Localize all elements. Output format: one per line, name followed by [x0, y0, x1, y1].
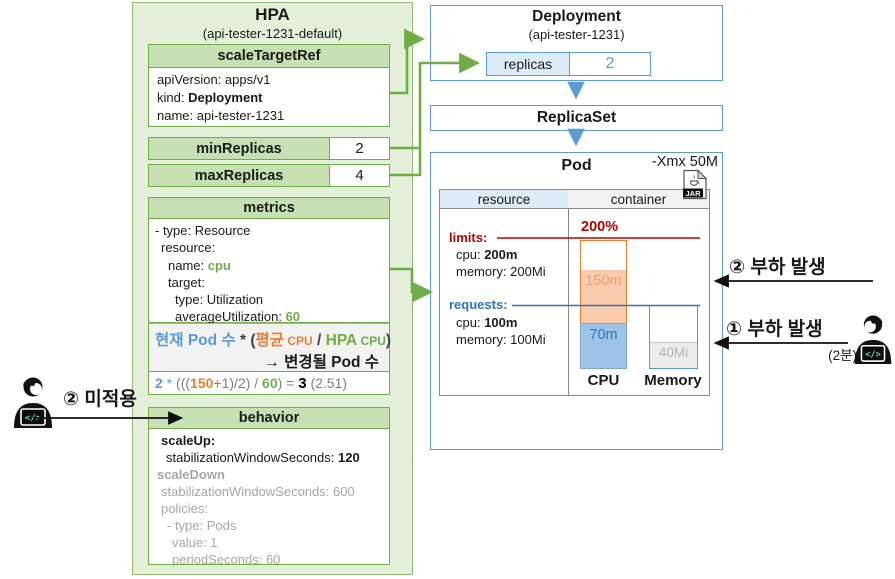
not-applied-label: ② 미적용 [63, 389, 137, 410]
min-replicas-value: 2 [330, 137, 390, 160]
limits-memory: memory: 200Mi [456, 264, 546, 279]
limits-label: limits: [449, 230, 488, 245]
str-api-version: apiVersion: apps/v1 [157, 72, 271, 87]
formula-line1: 현재 Pod 수 * (평균 CPU / HPA CPU) [155, 332, 392, 349]
deployment-title: Deployment [532, 8, 621, 25]
table-column-divider [568, 209, 569, 396]
metrics-type: - type: Resource [155, 223, 251, 238]
pod-title: Pod [561, 157, 592, 174]
behavior-policy-type: - type: Pods [167, 518, 237, 533]
min-replicas-label: minReplicas [148, 137, 330, 160]
behavior-header: behavior [148, 407, 390, 429]
scale-target-ref-header: scaleTargetRef [148, 44, 390, 68]
scaling-calculation: 2 * (((150+1)/2) / 60) = 3 (2.51) [148, 372, 390, 395]
metrics-resource: resource: [161, 240, 216, 256]
memory-bar-usage-segment [650, 342, 697, 368]
metrics-avg-utilization: averageUtilization: 60 [175, 309, 301, 325]
hpa-subtitle: (api-tester-1231-default) [202, 26, 343, 41]
container-column-header: container [568, 189, 710, 209]
svg-text:</>: </> [865, 350, 881, 360]
svg-text:</>: </> [25, 414, 42, 424]
limits-cpu: cpu: 200m [456, 247, 518, 262]
replicaset-box: ReplicaSet [430, 105, 723, 131]
behavior-policy-value: value: 1 [172, 535, 218, 550]
behavior-body: scaleUp: stabilizationWindowSeconds: 120… [148, 429, 390, 567]
max-replicas-label: maxReplicas [148, 164, 330, 187]
scale-target-ref-body: apiVersion: apps/v1 kind: Deployment nam… [148, 68, 390, 127]
memory-axis-label: Memory [644, 372, 702, 389]
behavior-scaledown: scaleDown [157, 467, 225, 482]
behavior-scaleup: scaleUp: [161, 433, 216, 448]
hpa-title: HPA [255, 5, 290, 24]
cpu-bar-load-segment [581, 270, 626, 323]
jar-label: JAR [685, 189, 701, 198]
behavior-scaleup-window: stabilizationWindowSeconds: 120 [166, 450, 360, 465]
metrics-header: metrics [148, 197, 390, 219]
requests-memory: memory: 100Mi [456, 332, 546, 347]
jar-file-icon: JAR [683, 169, 708, 200]
requests-label: requests: [449, 297, 508, 312]
cpu-load-value: 150m [585, 273, 622, 289]
load-event-2-label: ② 부하 발생 [729, 257, 826, 278]
scaling-formula: 현재 Pod 수 * (평균 CPU / HPA CPU) → 변경될 Pod … [148, 323, 392, 372]
behavior-policy-period: periodSeconds: 60 [172, 552, 281, 567]
requests-cpu: cpu: 100m [456, 315, 518, 330]
limit-percent-label: 200% [581, 219, 619, 235]
behavior-scaledown-window: stabilizationWindowSeconds: 600 [161, 484, 355, 499]
str-kind: kind: Deployment [157, 90, 263, 105]
metrics-body: - type: Resource resource: name: cpu tar… [148, 219, 390, 325]
cpu-base-value: 70m [589, 327, 618, 343]
load-event-1-duration: (2분) [828, 348, 857, 363]
resource-column-header: resource [439, 189, 569, 209]
metrics-target-type: type: Utilization [175, 292, 264, 308]
memory-usage-value: 40Mi [658, 345, 689, 360]
metrics-target: target: [168, 274, 205, 290]
cpu-bar-base-segment [580, 323, 627, 369]
metrics-name: name: cpu [168, 257, 231, 273]
deployment-subtitle: (api-tester-1231) [528, 27, 625, 42]
developer-icon: </> [854, 315, 892, 364]
formula-line2: → 변경될 Pod 수 [264, 354, 379, 371]
developer-icon: </> [14, 377, 52, 428]
replicas-label: replicas [486, 52, 570, 76]
behavior-policies: policies: [161, 501, 208, 516]
jvm-xmx-option: -Xmx 50M [651, 154, 718, 170]
str-name: name: api-tester-1231 [157, 108, 285, 123]
replicas-value: 2 [570, 52, 651, 76]
load-event-1-label: ① 부하 발생 [726, 319, 823, 340]
cpu-axis-label: CPU [587, 372, 620, 389]
max-replicas-value: 4 [330, 164, 390, 187]
